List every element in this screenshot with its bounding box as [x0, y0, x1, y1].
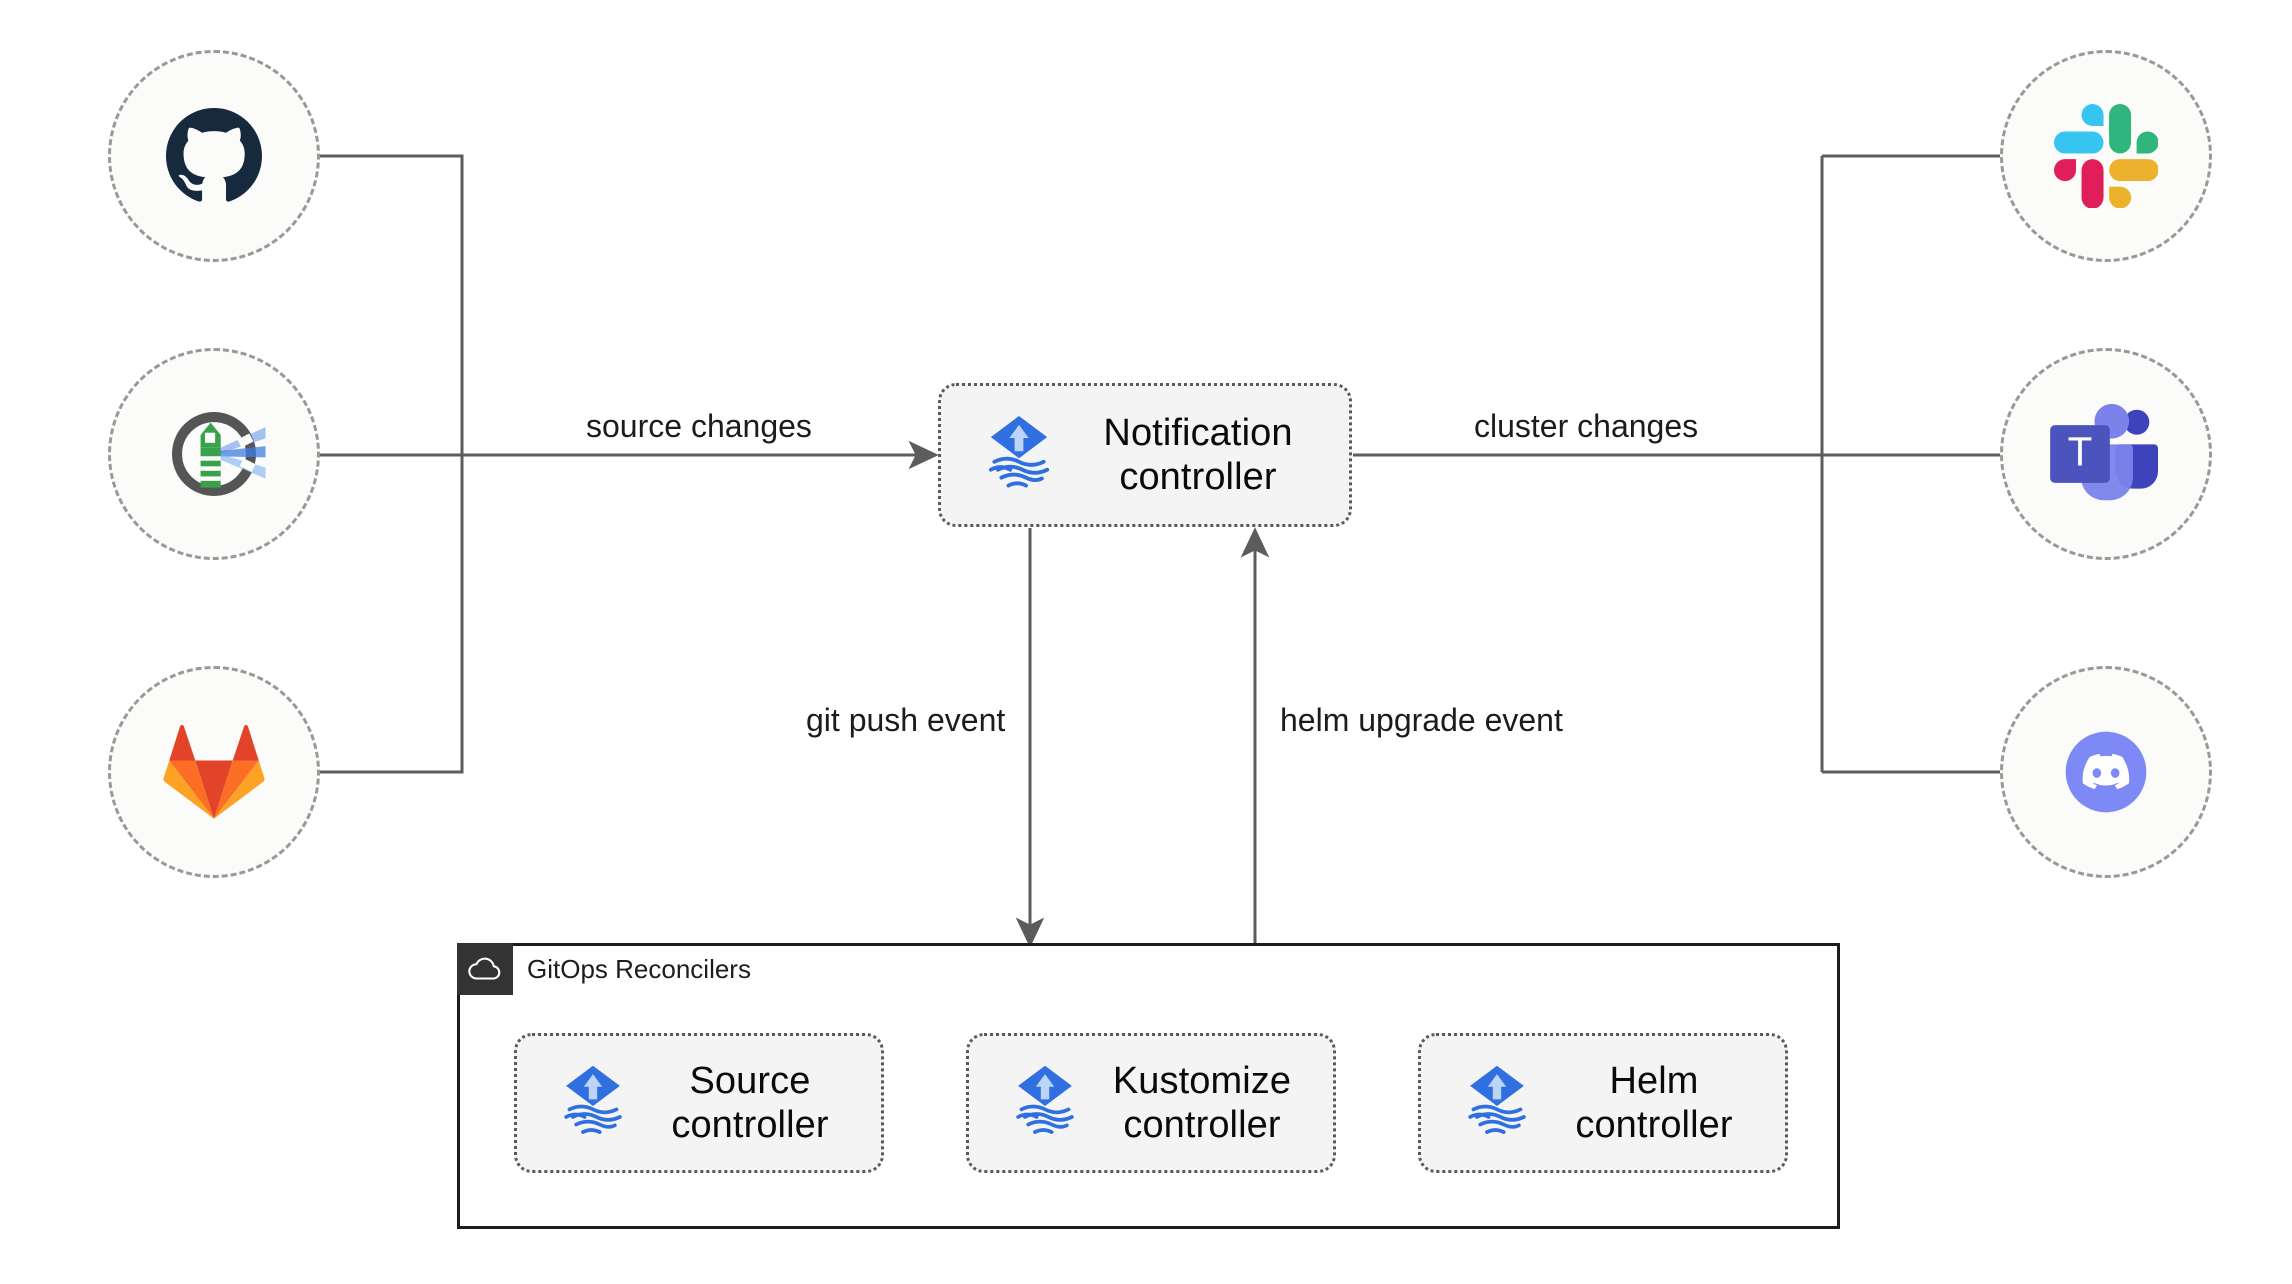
- github-icon: [166, 108, 262, 202]
- discord-icon: [2065, 731, 2147, 813]
- kustomize-controller-label: Kustomize controller: [1112, 1059, 1292, 1146]
- gitlab-icon: [163, 724, 265, 819]
- edge-label-source-changes: source changes: [578, 406, 820, 447]
- destination-node-discord[interactable]: [2000, 666, 2212, 878]
- microsoft-teams-icon: T: [2050, 403, 2158, 501]
- slack-icon: [2054, 104, 2158, 208]
- destination-node-teams[interactable]: T: [2000, 348, 2212, 560]
- kustomize-controller-box[interactable]: Kustomize controller: [966, 1033, 1336, 1173]
- flux-lighthouse-icon: [172, 412, 266, 496]
- gitops-reconcilers-title: GitOps Reconcilers: [527, 953, 751, 984]
- helm-controller-label: Helm controller: [1575, 1059, 1733, 1146]
- flux-logo-icon: [551, 1059, 635, 1148]
- cloud-icon: [457, 943, 513, 995]
- edge-label-git-push-event: git push event: [798, 700, 1014, 741]
- notification-controller-label: Notification controller: [1103, 411, 1293, 498]
- source-node-github[interactable]: [108, 50, 320, 262]
- source-controller-box[interactable]: Source controller: [514, 1033, 884, 1173]
- helm-controller-box[interactable]: Helm controller: [1418, 1033, 1788, 1173]
- source-node-flux-lighthouse[interactable]: [108, 348, 320, 560]
- flux-logo-icon: [1455, 1059, 1539, 1148]
- flux-logo-icon: [1003, 1059, 1087, 1148]
- source-controller-label: Source controller: [671, 1059, 829, 1146]
- destination-node-slack[interactable]: [2000, 50, 2212, 262]
- notification-controller-box[interactable]: Notification controller: [938, 383, 1352, 527]
- edge-label-cluster-changes: cluster changes: [1466, 406, 1707, 447]
- flux-logo-icon: [975, 409, 1063, 502]
- gitops-reconcilers-header: GitOps Reconcilers: [457, 943, 751, 995]
- svg-text:T: T: [2068, 429, 2093, 475]
- edge-label-helm-upgrade-event: helm upgrade event: [1272, 700, 1571, 741]
- source-node-gitlab[interactable]: [108, 666, 320, 878]
